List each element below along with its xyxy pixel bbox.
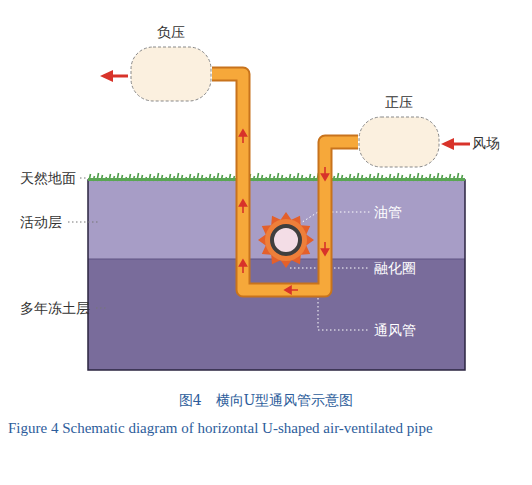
pressure-node: 正压 — [358, 94, 440, 168]
ventilation-pipe — [212, 74, 358, 294]
flow-arrow — [322, 167, 329, 180]
flow-arrow — [285, 287, 298, 294]
flow-arrow — [322, 242, 329, 255]
ground-surface-label: 天然地面 — [20, 170, 76, 187]
pressure-label: 负压 — [157, 24, 185, 42]
cloud-shape — [359, 117, 439, 167]
permafrost-label: 多年冻土层 — [20, 300, 90, 317]
melting-ring — [258, 212, 314, 268]
ring-body — [265, 219, 307, 261]
pipe-body — [212, 74, 358, 290]
vent-pipe-label: 通风管 — [374, 322, 416, 339]
active-layer-label: 活动层 — [20, 214, 62, 231]
cloud-outline — [130, 46, 212, 102]
pressure-cloud — [358, 116, 440, 168]
cloud-shape — [131, 47, 211, 101]
flow-arrow — [240, 130, 247, 143]
pressure-node: 负压 — [130, 24, 212, 102]
cloud-outline — [358, 116, 440, 168]
pipe-outline — [212, 74, 358, 290]
flow-arrow — [240, 260, 247, 273]
oil-pipe-label: 油管 — [374, 204, 402, 221]
ring-spikes — [258, 212, 314, 268]
wind-field-label: 风场 — [472, 135, 500, 152]
pressure-cloud — [130, 46, 212, 102]
oil-pipe — [272, 226, 300, 254]
flow-arrow — [240, 200, 247, 213]
english-caption: Figure 4 Schematic diagram of horizontal… — [8, 418, 524, 438]
leader-lines — [68, 178, 108, 308]
ground-outline — [88, 180, 465, 370]
permafrost-layer — [88, 259, 465, 370]
grass — [88, 173, 465, 181]
melting-ring-label: 融化圈 — [374, 260, 416, 277]
figure-caption: 图4 横向U型通风管示意图 — [179, 392, 354, 409]
pressure-label: 正压 — [385, 94, 413, 112]
grass-strip — [88, 178, 465, 181]
